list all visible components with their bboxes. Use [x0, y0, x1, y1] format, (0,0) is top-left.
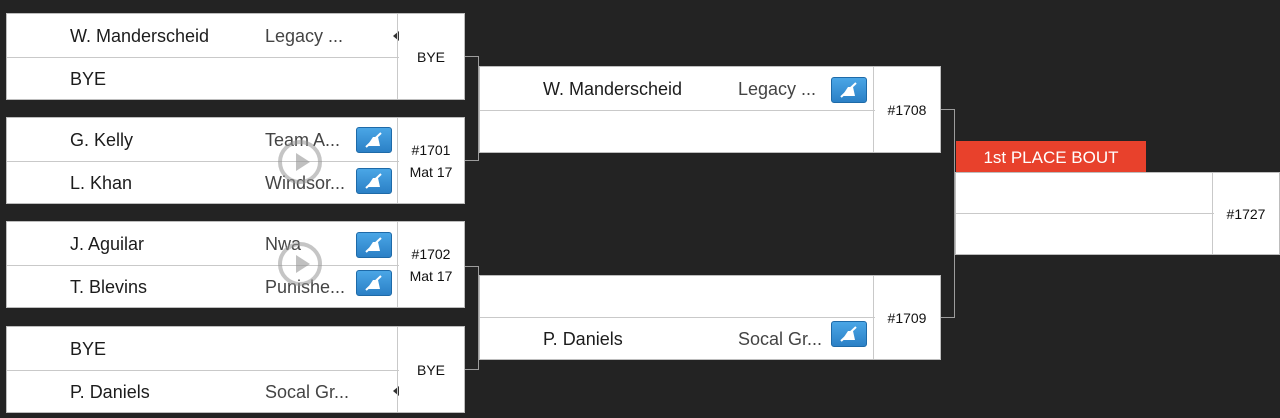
- mute-lock-icon[interactable]: [356, 168, 392, 194]
- bracket-match-r1-1[interactable]: W. Manderscheid Legacy ... BYE BYE: [6, 13, 465, 100]
- bout-number: BYE: [416, 48, 445, 65]
- caret-left-icon: [393, 31, 399, 41]
- bracket-connector: [478, 56, 479, 161]
- bracket-connector: [465, 160, 479, 161]
- mute-lock-icon[interactable]: [356, 270, 392, 296]
- bout-number: #1708: [887, 101, 927, 118]
- competitor-row: W. Manderscheid Legacy ...: [7, 14, 399, 58]
- bracket-connector: [954, 109, 955, 318]
- bracket-match-r2-2[interactable]: P. Daniels Socal Gr... #1709: [479, 275, 941, 360]
- competitor-name: W. Manderscheid: [70, 26, 210, 46]
- mute-lock-icon[interactable]: [831, 321, 867, 347]
- bout-label: #1701 Mat 17: [397, 118, 464, 203]
- bracket-connector: [941, 109, 955, 110]
- bout-label: BYE: [397, 14, 464, 99]
- bout-label: BYE: [397, 327, 464, 412]
- competitor-name: BYE: [70, 69, 107, 89]
- competitor-team: Legacy ...: [738, 79, 817, 99]
- competitor-name: W. Manderscheid: [543, 79, 683, 99]
- competitor-row: L. Khan Windsor...: [7, 161, 399, 204]
- bracket-connector: [465, 56, 479, 57]
- competitor-row: G. Kelly Team A...: [7, 118, 399, 162]
- competitor-name: P. Daniels: [543, 329, 623, 349]
- caret-left-icon: [393, 386, 399, 396]
- first-place-bout-banner: 1st PLACE BOUT: [956, 141, 1146, 174]
- competitor-team: Socal Gr...: [265, 382, 350, 402]
- competitor-row: [956, 173, 1214, 214]
- bracket-connector: [941, 317, 955, 318]
- bout-label: #1702 Mat 17: [397, 222, 464, 307]
- mat-number: Mat 17: [409, 267, 453, 284]
- competitor-team: Legacy ...: [265, 26, 344, 46]
- bracket-match-final[interactable]: #1727: [955, 172, 1280, 255]
- competitor-row: [480, 276, 875, 318]
- bracket-match-r1-4[interactable]: BYE P. Daniels Socal Gr... BYE: [6, 326, 465, 413]
- bout-label: #1708: [873, 67, 940, 152]
- competitor-name: J. Aguilar: [70, 234, 145, 254]
- bracket-connector: [478, 266, 479, 370]
- bout-number: #1702: [411, 245, 451, 262]
- mute-lock-icon[interactable]: [356, 232, 392, 258]
- competitor-row: J. Aguilar Nwa: [7, 222, 399, 266]
- mat-number: Mat 17: [409, 163, 453, 180]
- bracket-connector: [465, 369, 479, 370]
- competitor-name: L. Khan: [70, 173, 133, 193]
- bout-label: #1727: [1212, 173, 1279, 254]
- competitor-name: P. Daniels: [70, 382, 150, 402]
- bout-number: #1709: [887, 309, 927, 326]
- competitor-row: W. Manderscheid Legacy ...: [480, 67, 875, 111]
- competitor-name: T. Blevins: [70, 277, 148, 297]
- bracket-connector: [465, 266, 479, 267]
- mute-lock-icon[interactable]: [831, 77, 867, 103]
- competitor-row: BYE: [7, 327, 399, 371]
- competitor-row: P. Daniels Socal Gr...: [7, 370, 399, 413]
- competitor-name: BYE: [70, 339, 107, 359]
- competitor-row: T. Blevins Punishe...: [7, 265, 399, 308]
- play-icon[interactable]: [278, 140, 322, 184]
- bracket-match-r2-1[interactable]: W. Manderscheid Legacy ... #1708: [479, 66, 941, 153]
- play-icon[interactable]: [278, 242, 322, 286]
- competitor-name: G. Kelly: [70, 130, 134, 150]
- bout-number: BYE: [416, 361, 445, 378]
- competitor-team: Punishe...: [265, 277, 346, 297]
- competitor-row: BYE: [7, 57, 399, 100]
- competitor-row: [480, 110, 875, 153]
- competitor-team: Socal Gr...: [738, 329, 823, 349]
- competitor-row: P. Daniels Socal Gr...: [480, 317, 875, 360]
- bout-number: #1701: [411, 141, 451, 158]
- bracket-match-r1-3[interactable]: J. Aguilar Nwa T. Blevins Punishe... #17…: [6, 221, 465, 308]
- bout-number: #1727: [1226, 205, 1266, 222]
- mute-lock-icon[interactable]: [356, 127, 392, 153]
- bout-label: #1709: [873, 276, 940, 359]
- bracket-match-r1-2[interactable]: G. Kelly Team A... L. Khan Windsor... #1…: [6, 117, 465, 204]
- competitor-row: [956, 213, 1214, 256]
